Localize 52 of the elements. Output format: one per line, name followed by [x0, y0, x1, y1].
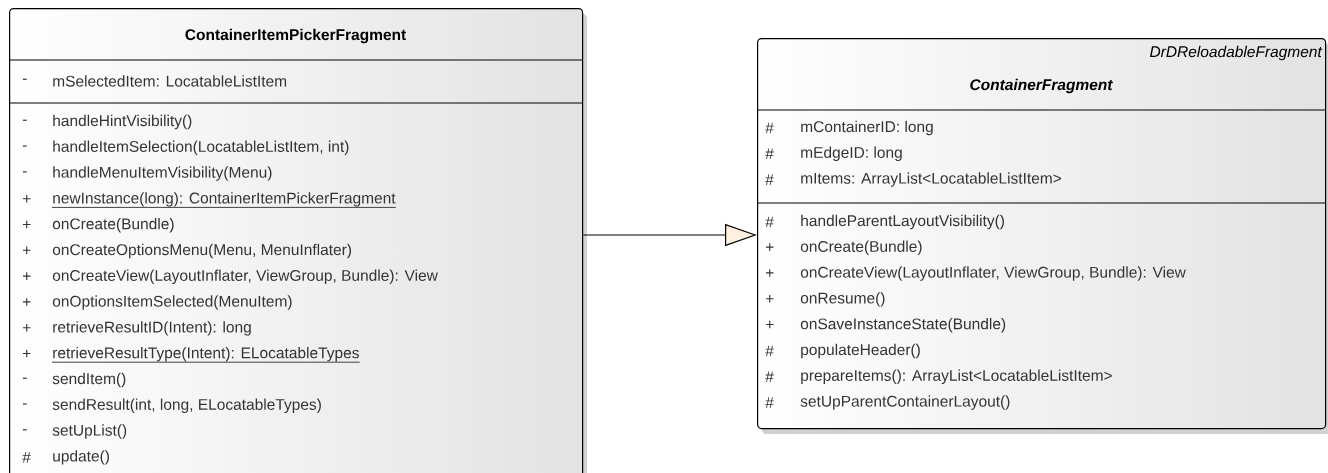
member-signature: onCreate(Bundle) — [52, 218, 174, 233]
visibility-symbol: # — [765, 122, 774, 134]
member-signature: prepareItems(): ArrayList<LocatableListItem> — [801, 369, 1112, 384]
member-signature: handleParentLayoutVisibility() — [801, 214, 1004, 230]
visibility-symbol: + — [765, 320, 774, 329]
member-signature: mContainerID: long — [801, 120, 933, 136]
visibility-symbol: # — [765, 345, 774, 357]
member-signature: handleMenuItemVisibility(Menu) — [53, 166, 272, 181]
member-signature: handleItemSelection(LocatableListItem, int) — [53, 140, 349, 155]
member-signature: onCreateView(LayoutInflater, ViewGroup, Bundle): View — [52, 269, 438, 284]
static-member: retrieveResultType(Intent): ELocatableTypes — [51, 346, 361, 363]
visibility-symbol: + — [765, 294, 774, 303]
member-signature: mEdgeID: long — [801, 146, 902, 161]
member-signature: onOptionsItemSelected(MenuItem) — [52, 295, 292, 310]
visibility-symbol: - — [22, 119, 27, 121]
member-signature: sendResult(int, long, ELocatableTypes) — [52, 398, 321, 413]
member-signature: mItems: ArrayList<LocatableListItem> — [801, 172, 1061, 187]
member-signature: onResume() — [800, 292, 885, 307]
visibility-symbol: + — [22, 323, 31, 332]
visibility-symbol: - — [22, 403, 27, 405]
visibility-symbol: + — [22, 298, 31, 306]
visibility-symbol: # — [22, 452, 31, 463]
visibility-symbol: # — [765, 397, 774, 408]
visibility-symbol: + — [765, 243, 774, 251]
member-signature: retrieveResultID(Intent): long — [53, 321, 251, 336]
visibility-symbol: + — [22, 246, 31, 255]
member-signature: setUpList() — [52, 424, 127, 439]
visibility-symbol: # — [765, 216, 774, 228]
visibility-symbol: - — [22, 171, 27, 173]
member-signature: onCreateOptionsMenu(Menu, MenuInflater) — [52, 243, 351, 259]
member-signature: handleHintVisibility() — [53, 114, 192, 130]
visibility-symbol: + — [22, 194, 31, 203]
member-signature: onCreate(Bundle) — [800, 240, 922, 255]
visibility-symbol: # — [765, 148, 774, 160]
visibility-symbol: - — [22, 429, 27, 431]
member-signature: update() — [53, 450, 109, 465]
visibility-symbol: # — [765, 371, 774, 383]
member-signature: mSelectedItem: LocatableListItem — [53, 75, 287, 87]
visibility-symbol: - — [22, 145, 27, 147]
member-signature: onSaveInstanceState(Bundle) — [800, 317, 1006, 333]
member-signature: sendItem() — [52, 372, 126, 388]
visibility-symbol: # — [765, 174, 774, 185]
visibility-symbol: + — [765, 269, 774, 277]
static-member: newInstance(long): ContainerItemPickerFragment — [51, 192, 397, 208]
visibility-symbol: + — [22, 349, 31, 358]
visibility-symbol: - — [22, 377, 27, 379]
member-signature: populateHeader() — [801, 343, 920, 359]
visibility-symbol: - — [22, 78, 27, 80]
visibility-symbol: + — [22, 220, 31, 229]
member-signature: setUpParentContainerLayout() — [800, 395, 1010, 410]
visibility-symbol: + — [22, 272, 31, 280]
member-signature: onCreateView(LayoutInflater, ViewGroup, Bundle): View — [800, 266, 1186, 281]
